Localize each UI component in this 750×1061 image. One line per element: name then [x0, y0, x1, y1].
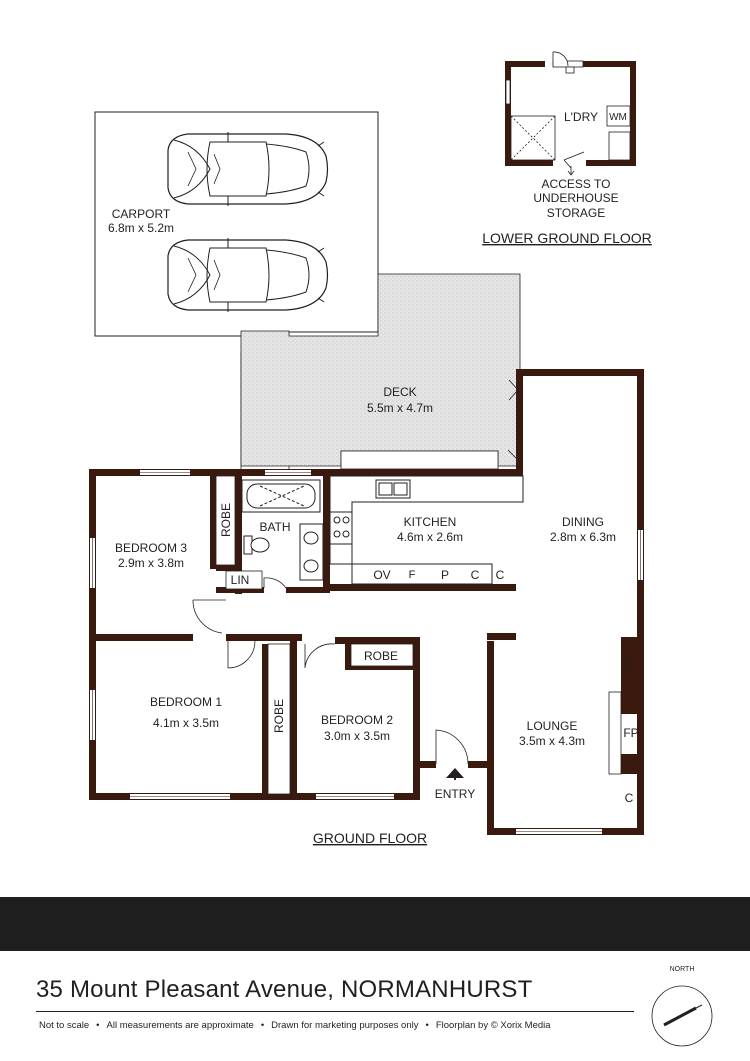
bath-label: BATH: [259, 520, 290, 534]
north-compass: NORTH: [650, 966, 714, 1050]
compass-icon: [651, 985, 713, 1047]
robe-bedroom3-label: ROBE: [219, 503, 233, 537]
fireplace: [608, 691, 622, 775]
robe-bedroom2: [350, 643, 414, 667]
wm-label: WM: [609, 112, 627, 123]
deck-name: DECK: [383, 385, 416, 399]
carport-size: 6.8m x 5.2m: [108, 221, 174, 235]
linen-label: LIN: [231, 573, 250, 587]
entry-arrow-icon: [446, 768, 464, 778]
cupboard-label-3: C: [625, 658, 634, 672]
dining-size: 2.8m x 6.3m: [550, 530, 616, 544]
disclaimer-marketing: Drawn for marketing purposes only: [271, 1020, 419, 1031]
disclaimer-line: Not to scale•All measurements are approx…: [39, 1020, 551, 1031]
lounge-name: LOUNGE: [527, 719, 578, 733]
disclaimer-measurements: All measurements are approximate: [106, 1020, 254, 1031]
bedroom1-name: BEDROOM 1: [150, 695, 222, 709]
kitchen-name: KITCHEN: [404, 515, 457, 529]
kitchen-size: 4.6m x 2.6m: [397, 530, 463, 544]
access-note-line1: ACCESS TO: [542, 177, 611, 191]
bath-fixtures: [241, 479, 324, 581]
oven-label: OV: [373, 568, 390, 582]
lounge-size: 3.5m x 4.3m: [519, 734, 585, 748]
robe-bedroom1-label: ROBE: [272, 699, 286, 733]
cupboard-label-2: C: [496, 568, 505, 582]
robe-bedroom3: [215, 475, 236, 566]
footer-divider: [36, 1011, 634, 1012]
laundry-label: L'DRY: [564, 110, 598, 124]
cupboard-label-4: C: [625, 791, 634, 805]
doors: [192, 379, 519, 765]
cupboard-label-1: C: [471, 568, 480, 582]
car-icon: [167, 237, 329, 313]
north-label: NORTH: [669, 966, 695, 973]
access-note-line2: UNDERHOUSE: [533, 191, 618, 205]
carport-name: CARPORT: [112, 207, 171, 221]
car-icon: [167, 131, 329, 207]
access-arrow-icon: [567, 166, 575, 176]
entry-label: ENTRY: [435, 787, 475, 801]
disclaimer-credit: Floorplan by © Xorix Media: [435, 1020, 551, 1031]
interior-walls: [89, 476, 637, 800]
access-note-line3: STORAGE: [547, 206, 605, 220]
robe-bedroom1: [267, 643, 291, 795]
linen-cupboard: [225, 570, 263, 590]
property-address: 35 Mount Pleasant Avenue, NORMANHURST: [36, 976, 533, 1003]
deck-landing: [340, 450, 499, 470]
bedroom1-size: 4.1m x 3.5m: [153, 716, 219, 730]
footer-band: [0, 897, 750, 951]
dining-name: DINING: [562, 515, 604, 529]
ground-floor-title: GROUND FLOOR: [313, 830, 427, 846]
disclaimer-scale: Not to scale: [39, 1020, 90, 1031]
bedroom2-name: BEDROOM 2: [321, 713, 393, 727]
bedroom2-size: 3.0m x 3.5m: [324, 729, 390, 743]
deck-size: 5.5m x 4.7m: [367, 401, 433, 415]
bedroom3-name: BEDROOM 3: [115, 541, 187, 555]
window-lines: [92, 472, 641, 832]
bedroom3-size: 2.9m x 3.8m: [118, 556, 184, 570]
kitchen-benchtop: [329, 475, 524, 585]
laundry-fixtures: [505, 51, 631, 169]
fireplace-label: FP: [623, 726, 638, 740]
fridge-label: F: [409, 569, 416, 581]
pantry-label: P: [441, 568, 449, 582]
robe-bedroom2-label: ROBE: [364, 649, 398, 663]
lower-floor-title: LOWER GROUND FLOOR: [482, 230, 652, 246]
